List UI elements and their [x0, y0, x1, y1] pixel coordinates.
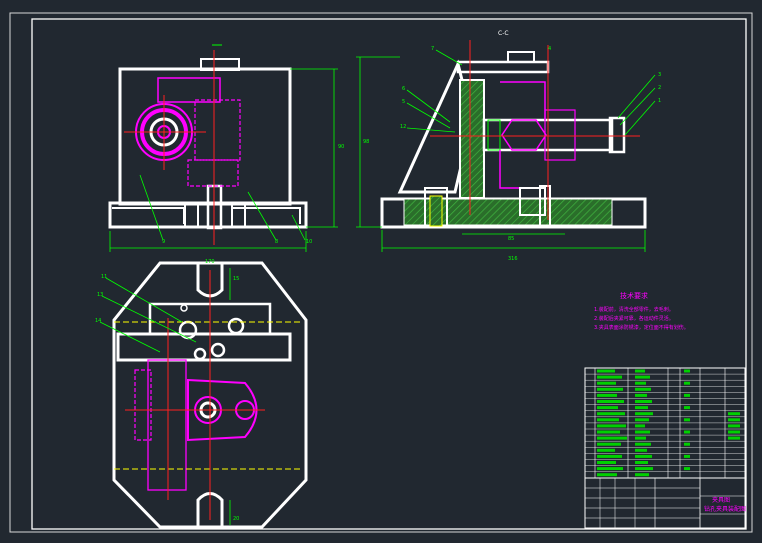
parts-entry-mark — [597, 418, 619, 422]
section-label: C-C — [498, 30, 509, 37]
leader-label: 4 — [548, 46, 551, 52]
parts-entry-mark — [684, 442, 690, 446]
parts-entry-mark — [597, 393, 617, 397]
leader-label: 8 — [275, 239, 278, 245]
leader-label: 13 — [97, 292, 103, 298]
parts-list — [584, 367, 746, 479]
parts-entry-mark — [597, 400, 624, 403]
parts-entry-mark — [597, 454, 622, 458]
parts-entry-mark — [684, 454, 690, 458]
parts-entry-mark — [597, 436, 627, 440]
parts-entry-mark — [597, 467, 623, 471]
dim-side-inner: 85 — [508, 236, 514, 242]
leader-label: 9 — [162, 239, 165, 245]
title-block: 夹具图 钻孔夹具装配图 — [584, 477, 746, 529]
leader-label: 7 — [431, 46, 434, 52]
parts-entry-mark — [597, 406, 618, 410]
tech-note-line: 3.夹具表面涂防锈漆，定位面不得有划伤。 — [594, 324, 689, 331]
parts-entry-mark — [635, 418, 649, 422]
parts-entry-mark — [728, 424, 740, 428]
parts-entry-mark — [635, 448, 647, 452]
parts-entry-mark — [684, 406, 690, 410]
front-view — [108, 44, 338, 252]
parts-entry-mark — [597, 381, 616, 385]
leader-label: 14 — [95, 318, 101, 324]
parts-entry-mark — [597, 473, 617, 477]
parts-entry-mark — [728, 418, 740, 422]
tech-note-line: 2.装配后夹紧可靠，各运动件灵活。 — [594, 315, 674, 322]
parts-entry-mark — [597, 424, 626, 428]
dim-top-tab: 15 — [233, 276, 239, 282]
parts-entry-mark — [684, 369, 690, 373]
leader-label: 11 — [101, 274, 107, 280]
dim-side-width: 316 — [508, 256, 518, 262]
title-block-name: 夹具图 — [712, 496, 730, 504]
parts-entry-mark — [635, 473, 649, 477]
parts-entry-mark — [684, 467, 690, 471]
parts-entry-mark — [635, 454, 652, 458]
leader-label: 1 — [658, 98, 661, 104]
dim-bottom-tab: 20 — [233, 516, 239, 522]
leader-label: 2 — [658, 85, 661, 91]
inner-border — [31, 18, 747, 530]
parts-entry-mark — [597, 430, 620, 434]
parts-entry-mark — [597, 448, 615, 452]
leader-label: 12 — [400, 124, 406, 130]
tech-note-line: 1.装配前，清洗全部零件，去毛刺。 — [594, 306, 674, 313]
leader-label: 6 — [402, 86, 405, 92]
top-view — [99, 261, 308, 529]
parts-entry-mark — [635, 400, 652, 403]
parts-entry-mark — [597, 375, 622, 379]
parts-entry-mark — [684, 381, 690, 385]
parts-entry-mark — [597, 442, 621, 446]
parts-entry-mark — [597, 369, 615, 373]
parts-entry-mark — [728, 412, 740, 416]
parts-entry-mark — [635, 430, 650, 434]
parts-entry-mark — [597, 461, 616, 464]
parts-entry-mark — [635, 406, 648, 410]
parts-entry-mark — [635, 442, 651, 446]
parts-entry-mark — [635, 387, 651, 391]
tech-notes-title: 技术要求 — [620, 291, 648, 300]
parts-entry-mark — [635, 461, 648, 464]
side-view — [356, 40, 656, 252]
title-block-drawing-title: 钻孔夹具装配图 — [704, 505, 746, 513]
outer-border — [9, 12, 753, 533]
parts-entry-mark — [684, 430, 690, 434]
parts-entry-mark — [635, 393, 647, 397]
parts-entry-mark — [684, 418, 690, 422]
leader-label: 10 — [306, 239, 312, 245]
dim-side-height: 98 — [363, 139, 369, 145]
parts-entry-mark — [728, 430, 740, 434]
dim-front-width: 170 — [205, 259, 215, 265]
leader-label: 5 — [402, 99, 405, 105]
parts-entry-mark — [684, 393, 690, 397]
dim-front-height: 90 — [338, 144, 344, 150]
parts-entry-mark — [635, 381, 646, 385]
parts-entry-mark — [635, 369, 645, 373]
parts-entry-mark — [635, 436, 646, 440]
parts-entry-mark — [728, 436, 740, 440]
parts-entry-mark — [597, 387, 623, 391]
parts-entry-mark — [635, 412, 653, 416]
leader-label: 3 — [658, 72, 661, 78]
parts-entry-mark — [635, 375, 650, 379]
parts-entry-mark — [635, 424, 645, 428]
parts-entry-mark — [635, 467, 653, 471]
parts-entry-mark — [597, 412, 625, 416]
